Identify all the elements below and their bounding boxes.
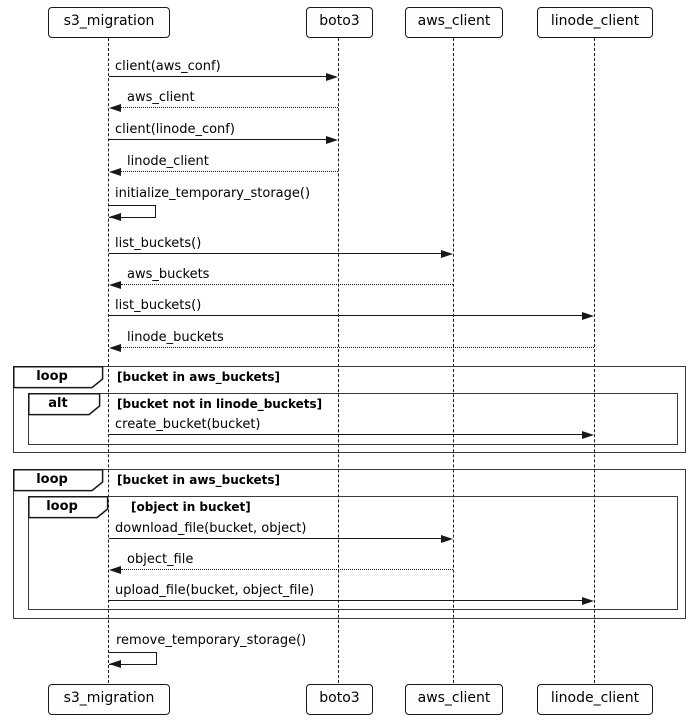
fragment-operator: loop <box>36 369 68 384</box>
arrowhead-right-icon <box>441 535 453 543</box>
message-line <box>109 600 585 601</box>
participant-aws-client-bottom: aws_client <box>405 684 503 715</box>
participant-linode-client-top: linode_client <box>537 7 653 38</box>
message-label: list_buckets() <box>115 298 202 313</box>
message-line <box>121 347 594 348</box>
fragment-guard: [bucket in aws_buckets] <box>117 370 281 384</box>
participant-s3-migration-top: s3_migration <box>48 7 170 38</box>
message-line <box>109 434 585 435</box>
message-label: linode_client <box>127 154 209 169</box>
arrowhead-right-icon <box>582 431 594 439</box>
message-label: linode_buckets <box>127 330 224 345</box>
fragment-operator-pentagon <box>13 366 104 389</box>
arrowhead-left-icon <box>109 344 121 352</box>
fragment-guard: [object in bucket] <box>131 500 251 514</box>
arrowhead-left-icon <box>109 281 121 289</box>
fragment-operator: alt <box>48 396 68 411</box>
participant-s3-migration-bottom: s3_migration <box>48 684 170 715</box>
message-label: upload_file(bucket, object_file) <box>115 583 315 598</box>
message-line <box>121 284 453 285</box>
message-line <box>109 76 329 77</box>
arrowhead-left-icon <box>109 566 121 574</box>
message-label: initialize_temporary_storage() <box>115 186 311 201</box>
message-line <box>121 171 338 172</box>
fragment-loop-buckets <box>13 366 686 453</box>
arrowhead-right-icon <box>441 250 453 258</box>
self-message-line <box>109 205 156 218</box>
message-label: client(linode_conf) <box>115 122 235 137</box>
message-label: download_file(bucket, object) <box>115 521 307 536</box>
arrowhead-right-icon <box>326 73 338 81</box>
lifeline-aws-client <box>453 38 454 683</box>
message-label: object_file <box>127 552 194 567</box>
message-line <box>109 253 444 254</box>
message-line <box>121 107 338 108</box>
fragment-operator: loop <box>36 472 68 487</box>
self-message-line <box>109 652 157 665</box>
arrowhead-left-icon <box>109 213 121 221</box>
message-label: remove_temporary_storage() <box>116 633 307 648</box>
arrowhead-left-icon <box>109 168 121 176</box>
fragment-operator-pentagon <box>28 393 101 416</box>
message-label: list_buckets() <box>115 236 202 251</box>
arrowhead-right-icon <box>582 312 594 320</box>
fragment-operator-pentagon <box>28 496 109 519</box>
fragment-operator: loop <box>46 499 78 514</box>
fragment-alt-bucket-missing <box>28 393 678 445</box>
message-label: aws_buckets <box>127 267 210 282</box>
message-label: client(aws_conf) <box>115 59 221 74</box>
participant-aws-client-top: aws_client <box>405 7 503 38</box>
fragment-guard: [bucket not in linode_buckets] <box>117 397 323 411</box>
arrowhead-right-icon <box>326 136 338 144</box>
message-line <box>121 569 453 570</box>
participant-boto3-bottom: boto3 <box>306 684 373 715</box>
message-line <box>109 538 444 539</box>
message-line <box>109 139 329 140</box>
fragment-guard: [bucket in aws_buckets] <box>117 473 281 487</box>
fragment-operator-pentagon <box>13 469 104 492</box>
arrowhead-right-icon <box>582 597 594 605</box>
message-label: create_bucket(bucket) <box>115 417 261 432</box>
message-label: aws_client <box>127 90 195 105</box>
lifeline-s3-migration <box>108 38 109 683</box>
lifeline-boto3 <box>338 38 339 683</box>
participant-linode-client-bottom: linode_client <box>537 684 653 715</box>
fragment-loop-buckets-2 <box>13 469 686 619</box>
arrowhead-left-icon <box>109 660 121 668</box>
arrowhead-left-icon <box>109 104 121 112</box>
participant-boto3-top: boto3 <box>306 7 373 38</box>
message-line <box>109 315 585 316</box>
lifeline-linode-client <box>594 38 595 683</box>
fragment-loop-objects <box>28 496 678 610</box>
